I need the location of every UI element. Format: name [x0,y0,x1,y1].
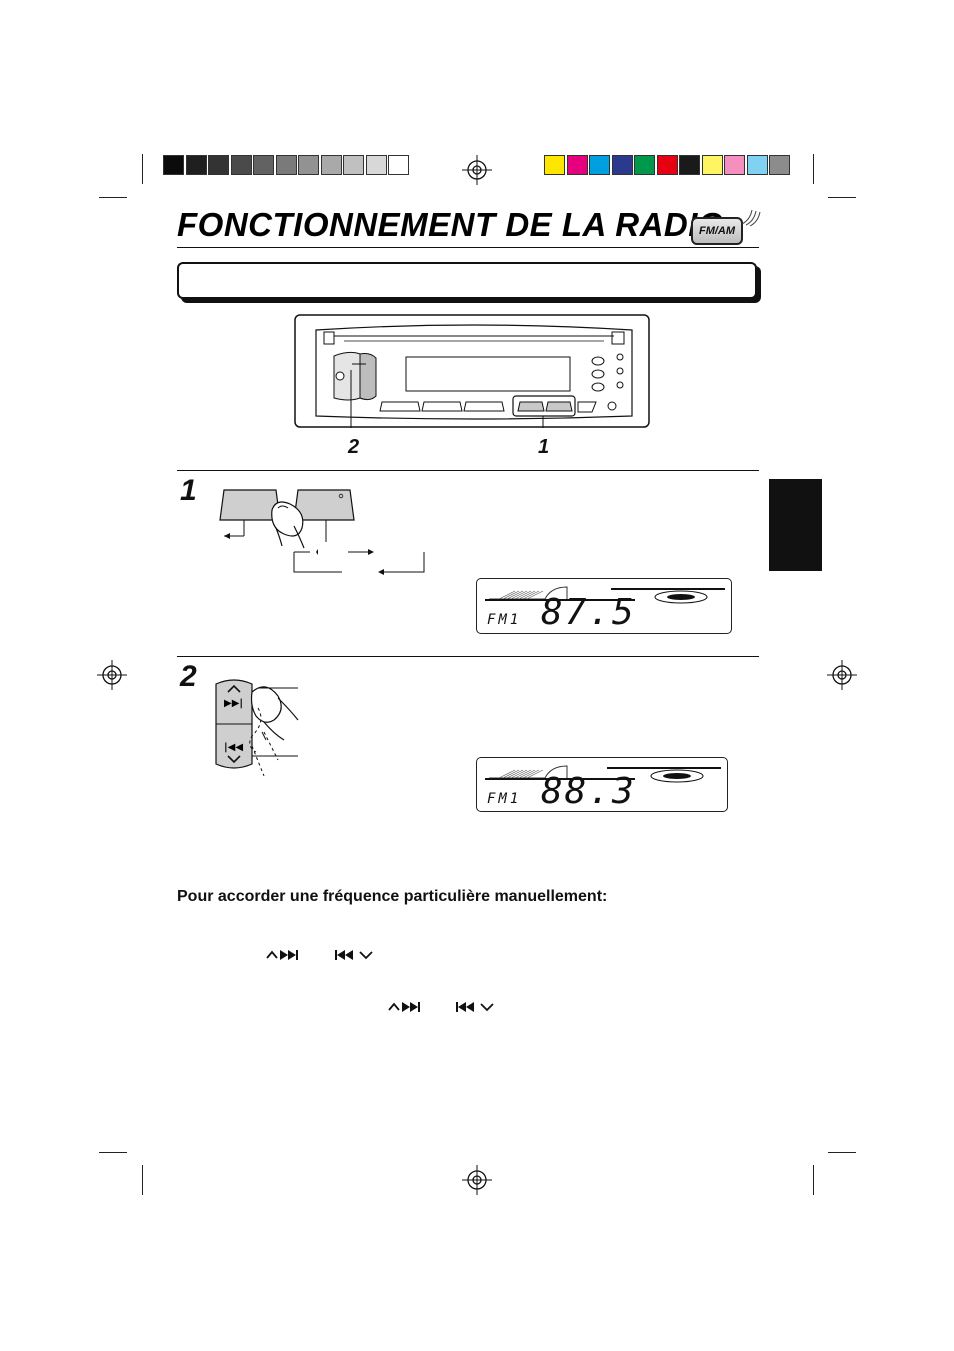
prev-down-icon [335,950,373,960]
crop-mark [99,1152,127,1153]
calibration-swatch [253,155,274,175]
calibration-swatch [701,155,723,175]
crop-mark [813,1165,814,1195]
calibration-swatch [275,155,297,175]
step-number: 1 [180,474,197,507]
callout-2: 2 [348,436,360,458]
crop-mark [828,197,856,198]
crop-mark [142,1165,143,1195]
calibration-swatch [679,155,700,175]
section-divider [177,470,759,471]
registration-mark-icon [97,660,127,690]
prev-down-icon [456,1002,494,1012]
svg-text:▶▶|: ▶▶| [224,698,243,709]
tune-button-illustration: ▶▶| |◀◀ [215,679,299,777]
svg-text:|◀◀: |◀◀ [224,742,243,753]
display-band: FM1 [487,612,522,628]
calibration-swatch [365,155,387,175]
calibration-swatch [769,155,790,175]
calibration-swatch [611,155,633,175]
calibration-swatch [634,155,655,175]
page-title: FONCTIONNEMENT DE LA RADIO [177,206,725,243]
registration-mark-icon [827,660,857,690]
calibration-swatch [724,155,745,175]
radio-display: FM1 88.3 [476,757,728,812]
crop-mark [99,197,127,198]
calibration-swatch [656,155,678,175]
callout-1: 1 [538,436,550,458]
calibration-swatch [163,155,184,175]
step-number: 2 [180,660,197,693]
display-segments-icon [485,586,725,604]
fm-am-icon: FM/AM [691,217,743,245]
calibration-swatch [388,155,409,175]
calibration-swatch [589,155,610,175]
calibration-swatch [320,155,342,175]
calibration-swatch [566,155,588,175]
car-stereo-diagram [294,314,650,428]
calibration-swatch [544,155,565,175]
band-button-illustration [219,489,425,575]
crop-mark [142,154,143,184]
display-band: FM1 [487,791,522,807]
title-underline [177,247,759,248]
calibration-swatch [230,155,252,175]
display-frequency: 87.5 [541,592,636,633]
crop-mark [813,154,814,184]
language-tab [769,479,822,571]
up-next-icon [266,950,298,960]
registration-mark-icon [462,155,492,185]
calibration-swatch [746,155,768,175]
radio-display: FM1 87.5 [476,578,732,634]
manual-tuning-heading: Pour accorder une fréquence particulière… [177,888,608,905]
radio-waves-icon [741,209,761,226]
section-divider [177,656,759,657]
calibration-swatch [343,155,364,175]
registration-mark-icon [462,1165,492,1195]
display-frequency: 88.3 [541,771,636,812]
up-next-icon [388,1002,420,1012]
section-banner [177,262,757,299]
calibration-swatch [185,155,207,175]
crop-mark [828,1152,856,1153]
calibration-swatch [298,155,319,175]
display-segments-icon [485,765,721,783]
calibration-swatch [208,155,229,175]
